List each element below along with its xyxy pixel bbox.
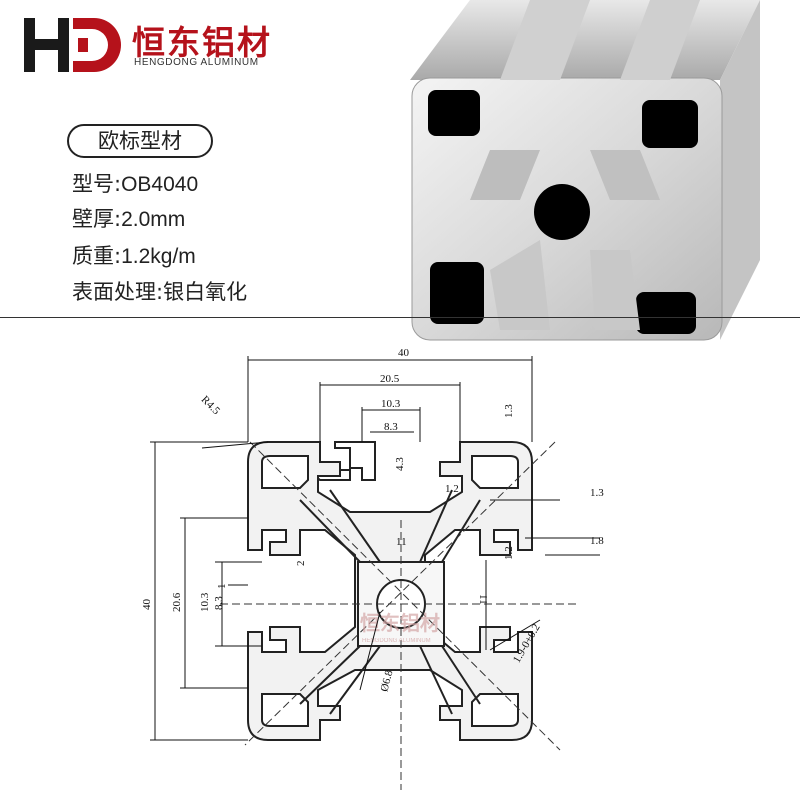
dim-slot-depth: 4.3 — [394, 457, 406, 471]
dim-left-slot-inner: 10.3 — [199, 592, 211, 612]
dim-left-slot-width: 20.6 — [171, 592, 183, 612]
dim-top-wall: 1.3 — [503, 404, 515, 418]
dim-slot-outer-width: 20.5 — [380, 373, 400, 385]
dim-center-hole: Ø6.8 — [378, 668, 395, 693]
dim-left-slot-opening: 8.3 — [213, 596, 225, 610]
dim-core-width: 11 — [396, 536, 407, 548]
dim-core-height: 11 — [477, 594, 489, 605]
dim-lip-left: 1.2 — [445, 483, 459, 495]
dim-overall-height: 40 — [141, 599, 153, 611]
drawing-watermark-en: HENGDONG ALUMINUM — [362, 638, 431, 644]
dim-wall-right: 1.3 — [590, 487, 604, 499]
spec-wall-thickness: 壁厚:2.0mm — [72, 207, 186, 231]
dim-slot-inner-width: 10.3 — [381, 398, 401, 410]
spec-surface-treatment: 表面处理:银白氧化 — [72, 280, 248, 304]
cross-section-drawing: 恒东铝材 HENGDONG ALUMINUM 40 20.5 10.3 8.3 … — [141, 347, 604, 790]
drawing-watermark: 恒东铝材 — [360, 611, 440, 635]
category-badge: 欧标型材 — [67, 124, 213, 158]
hd-logo — [24, 18, 121, 72]
spec-model: 型号:OB4040 — [72, 172, 199, 196]
dim-overall-width: 40 — [398, 347, 410, 359]
dim-corner-radius: R4.5 — [199, 394, 223, 418]
dim-lip-thickness: 1.8 — [590, 535, 604, 547]
spec-weight: 质重:1.2kg/m — [72, 244, 196, 268]
dim-left-small: 2 — [295, 561, 307, 567]
section-divider — [0, 317, 800, 318]
dim-slot-opening: 8.3 — [384, 421, 398, 433]
profile-photo — [410, 0, 760, 341]
dim-lip-right: 1.2 — [503, 546, 515, 560]
brand-name-cn: 恒东铝材 — [132, 23, 272, 62]
dim-left-lip: 1 — [216, 584, 228, 590]
brand-name-en: HENGDONG ALUMINUM — [134, 57, 259, 68]
